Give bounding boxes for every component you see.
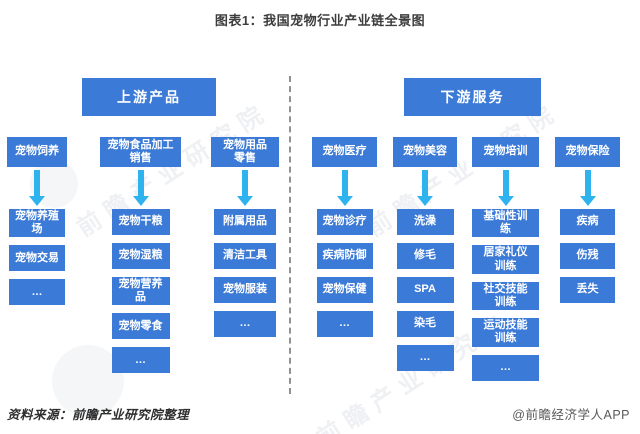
column-pet-raising: 宠物饲养 宠物养殖 场 宠物交易 …: [7, 137, 67, 306]
item-box: SPA: [396, 277, 454, 303]
item-box: 丢失: [560, 277, 615, 303]
item-box: …: [111, 347, 170, 374]
dashed-divider: [289, 76, 291, 394]
down-arrow-icon: [417, 167, 433, 209]
down-arrow-icon: [29, 167, 45, 209]
section-header-upstream: 上游产品: [82, 78, 216, 116]
item-box: 居家礼仪 训练: [472, 245, 539, 274]
column-pet-insurance: 宠物保险 疾病 伤残 丢失: [555, 137, 620, 303]
item-box: 清洁工具: [214, 243, 276, 269]
category-box: 宠物保险: [555, 137, 620, 167]
column-pet-supplies: 宠物用品 零售 附属用品 清洁工具 宠物服装 …: [211, 137, 279, 337]
category-box: 宠物美容: [393, 137, 457, 167]
item-box: …: [316, 311, 373, 337]
item-box: 宠物保健: [316, 277, 373, 303]
item-box: 宠物诊疗: [316, 209, 373, 235]
item-box: 附属用品: [214, 209, 276, 235]
down-arrow-icon: [497, 167, 514, 209]
down-arrow-icon: [336, 167, 353, 209]
category-box: 宠物医疗: [312, 137, 377, 167]
item-box: 修毛: [396, 243, 454, 269]
column-pet-food: 宠物食品加工 销售 宠物干粮 宠物湿粮 宠物营养 品 宠物零食 …: [100, 137, 181, 374]
source-note: 资料来源：前瞻产业研究院整理: [7, 408, 190, 422]
item-box: …: [214, 311, 276, 337]
item-box: …: [472, 354, 539, 381]
item-box: 社交技能 训练: [472, 281, 539, 311]
item-box: 宠物服装: [214, 277, 276, 303]
attribution-note: @前瞻经济学人APP: [512, 408, 630, 422]
item-box: 疾病: [560, 209, 615, 235]
down-arrow-icon: [132, 167, 149, 209]
column-pet-grooming: 宠物美容 洗澡 修毛 SPA 染毛 …: [393, 137, 457, 371]
category-box: 宠物培训: [472, 137, 539, 167]
item-box: 宠物湿粮: [111, 243, 170, 269]
item-box: 宠物营养 品: [111, 277, 170, 306]
item-box: 基础性训 练: [472, 209, 539, 238]
category-box: 宠物饲养: [7, 137, 67, 167]
item-box: 宠物干粮: [111, 209, 170, 235]
item-box: 疾病防御: [316, 243, 373, 269]
section-header-downstream: 下游服务: [404, 78, 541, 116]
item-box: 宠物零食: [111, 313, 170, 340]
item-box: 染毛: [396, 311, 454, 337]
item-box: …: [396, 345, 454, 371]
category-box: 宠物用品 零售: [211, 137, 279, 167]
item-box: …: [9, 279, 65, 306]
item-box: 运动技能 训练: [472, 318, 539, 347]
item-box: 伤残: [560, 243, 615, 269]
down-arrow-icon: [237, 167, 253, 209]
down-arrow-icon: [579, 167, 596, 209]
category-box: 宠物食品加工 销售: [100, 137, 181, 167]
item-box: 宠物养殖 场: [9, 209, 65, 238]
column-pet-medical: 宠物医疗 宠物诊疗 疾病防御 宠物保健 …: [312, 137, 377, 337]
chart-title: 图表1：我国宠物行业产业链全景图: [214, 13, 426, 28]
item-box: 洗澡: [396, 209, 454, 235]
item-box: 宠物交易: [9, 245, 65, 272]
column-pet-training: 宠物培训 基础性训 练 居家礼仪 训练 社交技能 训练 运动技能 训练 …: [472, 137, 539, 381]
